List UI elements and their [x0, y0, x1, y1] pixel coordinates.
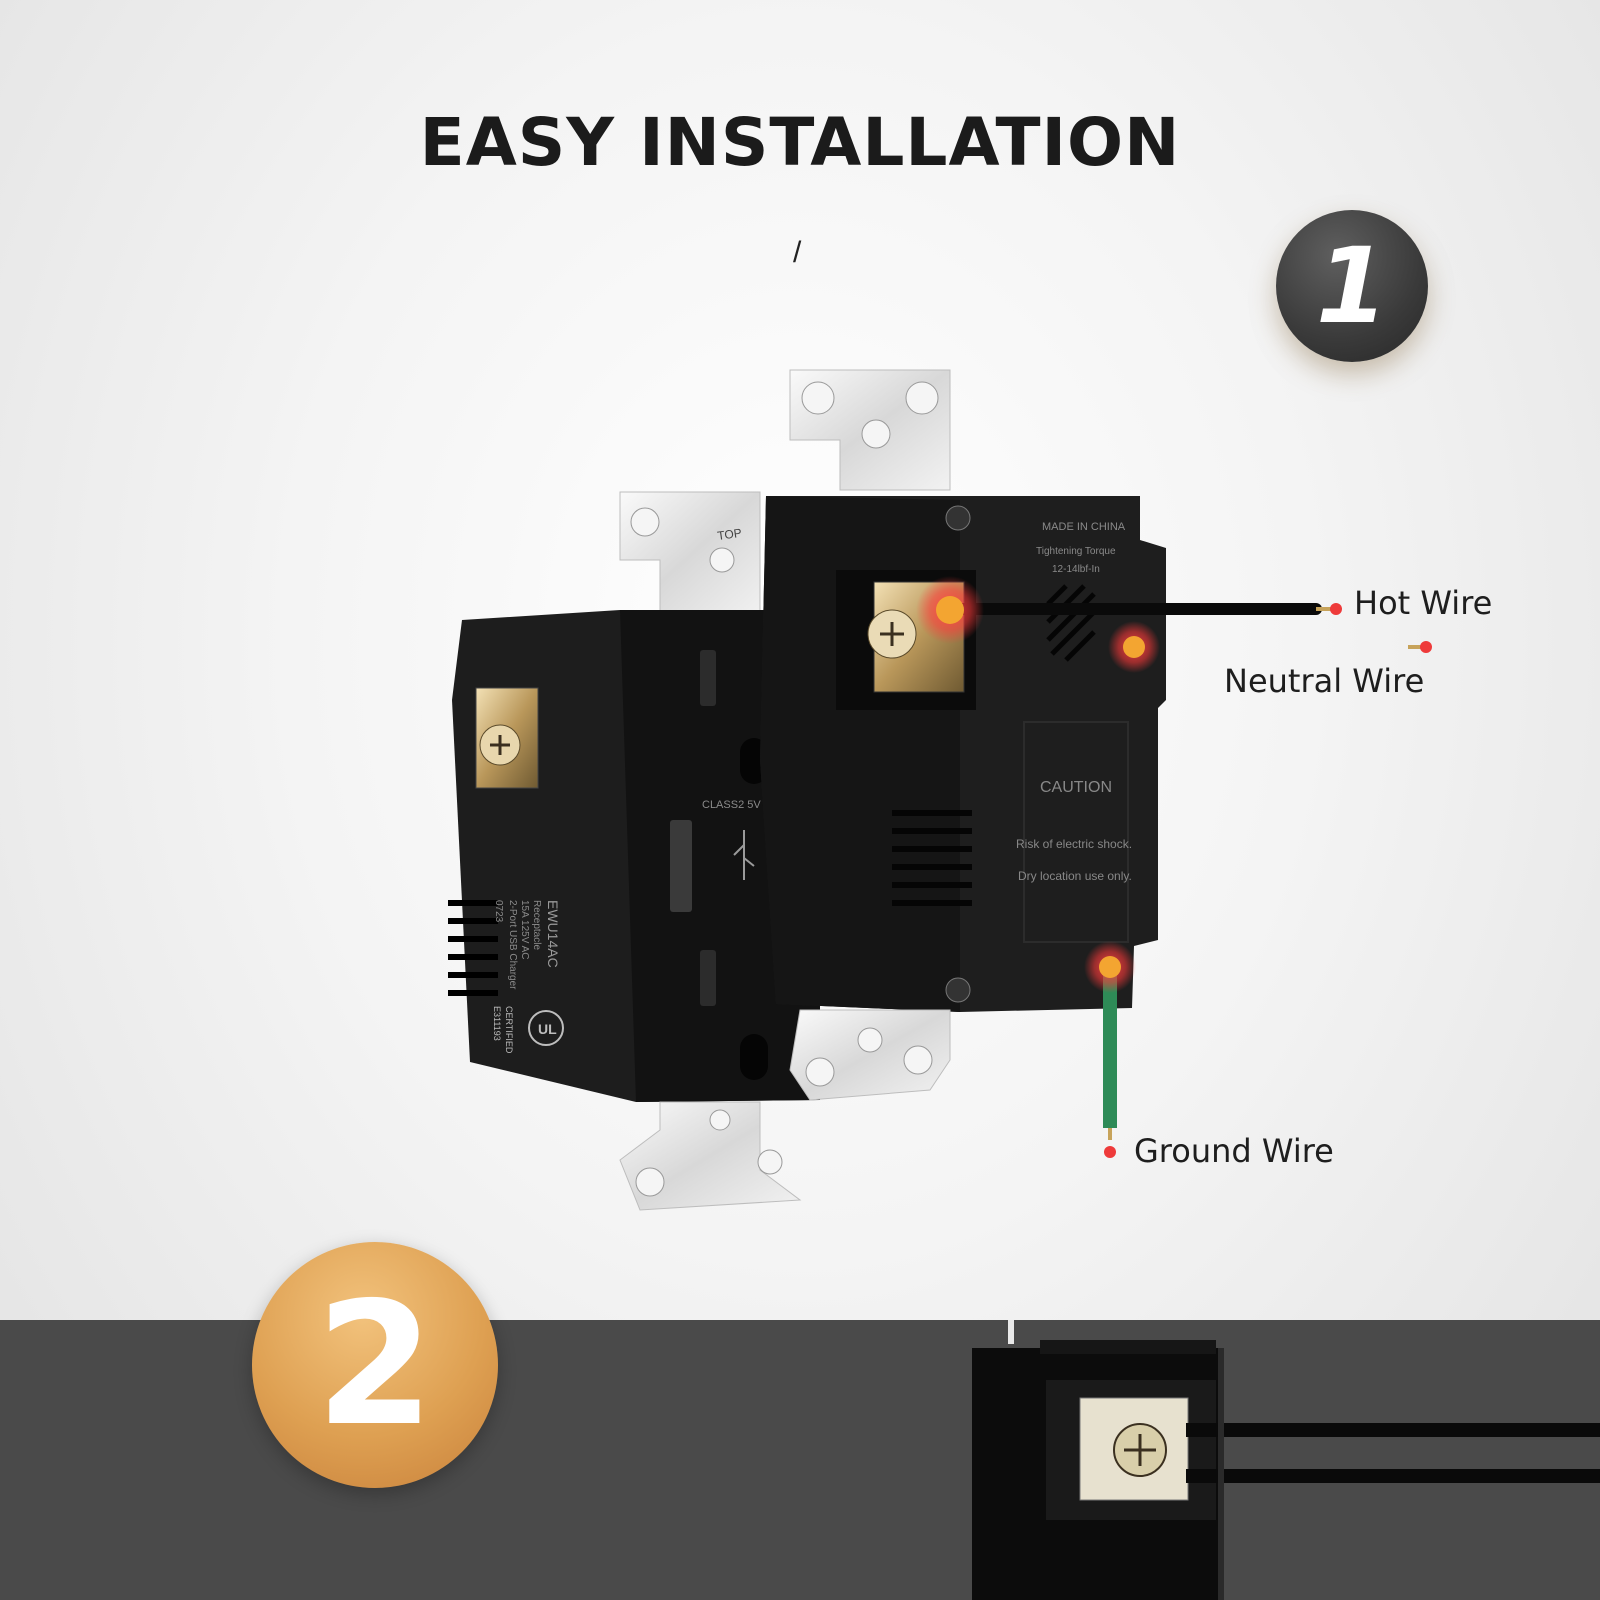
model-desc-1: Receptacle [531, 900, 542, 950]
neutral-wire-dot [1420, 641, 1432, 653]
model-desc-3: 2-Port USB Charger [507, 900, 518, 990]
ground-terminal-marker [1084, 941, 1136, 993]
ground-wire-label: Ground Wire [1134, 1132, 1334, 1170]
ul-certification-icon: UL [528, 1010, 564, 1046]
neutral-terminal-marker [1108, 621, 1160, 673]
page-title: EASY INSTALLATION [419, 104, 1181, 181]
hot-wire-dot [1330, 603, 1342, 615]
torque-value: 12-14lbf-In [1052, 564, 1100, 575]
model-number: EWU14AC [545, 900, 561, 968]
step-2-detail [972, 1320, 1600, 1600]
made-in-label: MADE IN CHINA [1042, 521, 1126, 533]
caution-label: CAUTION [1040, 779, 1112, 796]
ul-mark: UL [538, 1021, 557, 1037]
neutral-wire-label: Neutral Wire [1224, 662, 1425, 700]
top-mark: TOP [716, 526, 742, 543]
hot-wire-label: Hot Wire [1354, 584, 1493, 622]
torque-label: Tightening Torque [1036, 546, 1116, 557]
hot-terminal-marker [916, 576, 984, 644]
ground-wire-dot [1104, 1146, 1116, 1158]
hot-wire [944, 603, 1342, 615]
warning-line-1: Risk of electric shock. [1016, 837, 1132, 851]
ul-code-label: E311193 [492, 1006, 502, 1041]
usb-rating-label: CLASS2 5V [702, 799, 761, 811]
subtitle-separator: / [793, 236, 802, 269]
step-1-badge: 1 [1276, 210, 1428, 362]
usb-icon [733, 830, 755, 880]
model-desc-2: 15A 125V AC [519, 900, 530, 960]
model-code: 0723 [493, 900, 504, 923]
step-2-badge: 2 [252, 1242, 498, 1488]
front-receptacle: MADE IN CHINA Tightening Torque 12-14lbf… [760, 369, 1166, 1101]
certified-label: CERTIFIED [504, 1006, 514, 1054]
ground-wire [1103, 970, 1117, 1158]
warning-line-2: Dry location use only. [1018, 869, 1132, 883]
neutral-wire [1129, 640, 1432, 654]
